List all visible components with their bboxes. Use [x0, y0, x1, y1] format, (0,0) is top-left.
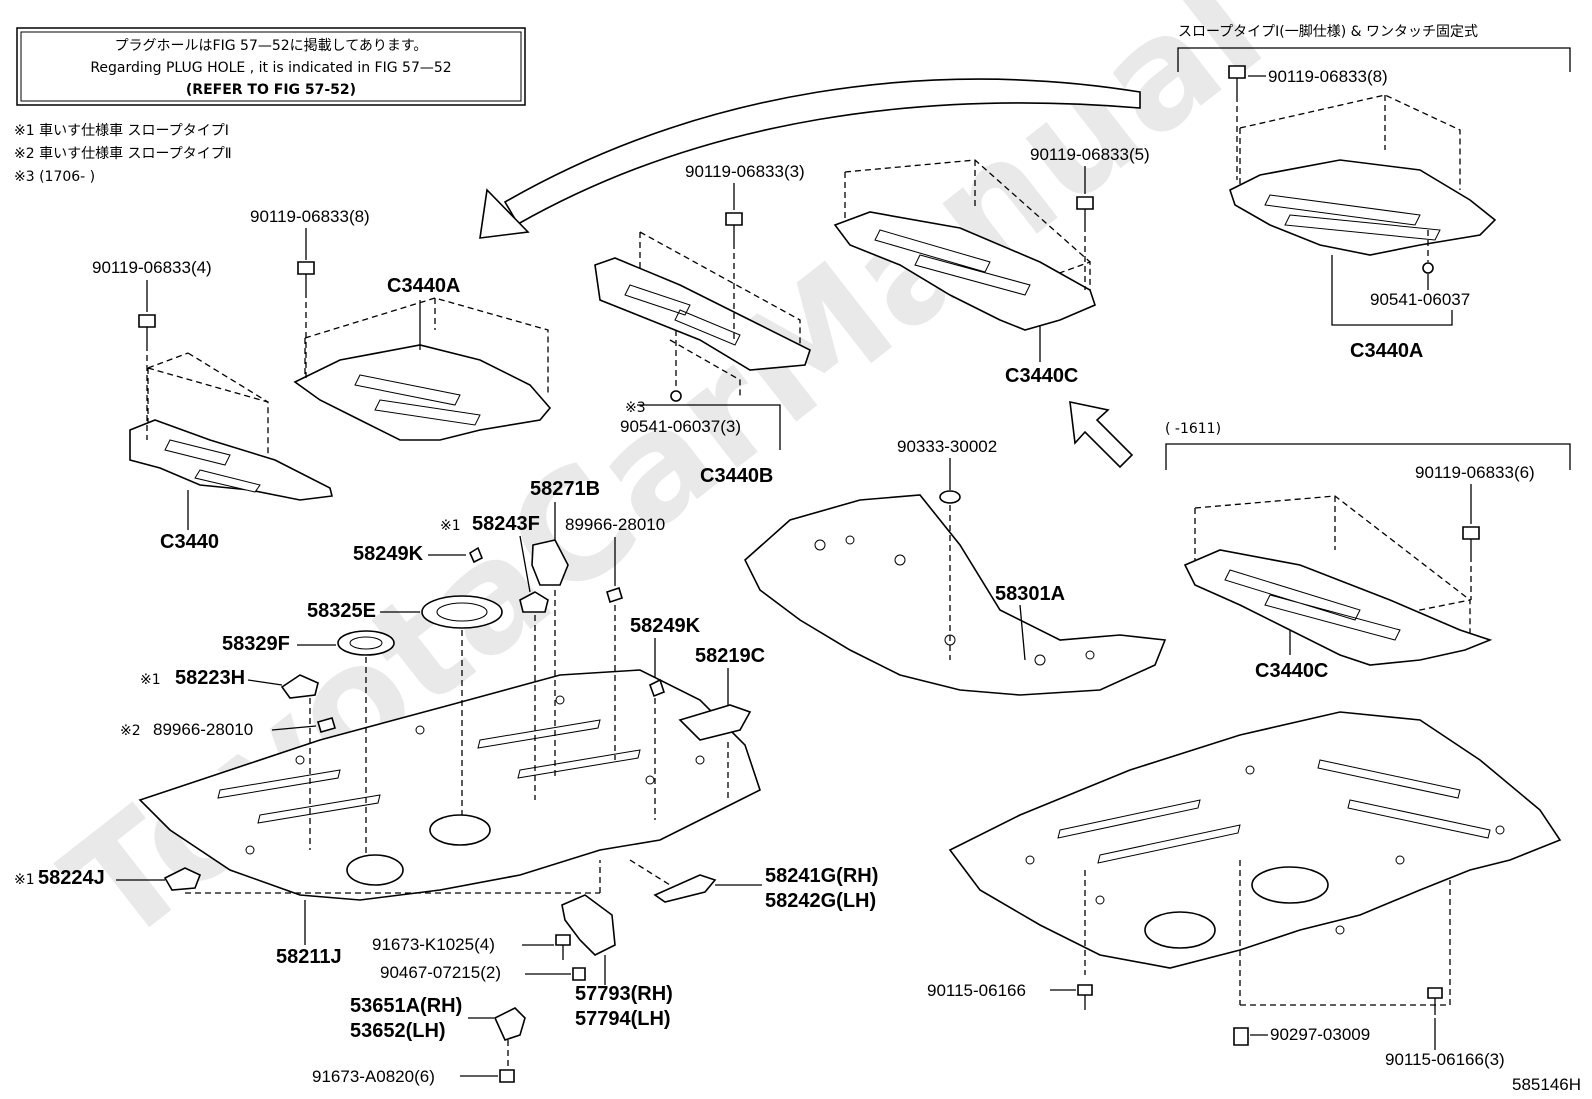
- label-58329f: 58329F: [222, 633, 290, 655]
- cover-c3440: C3440: [129, 352, 333, 553]
- bracket-53651a: [493, 1007, 526, 1041]
- label-plug-90333: 90333-30002: [897, 437, 997, 456]
- right-header: スロープタイプⅠ(一脚仕様) & ワンタッチ固定式: [1178, 24, 1478, 40]
- label-90115-left: 90115-06166: [927, 981, 1026, 1000]
- notice-box: プラグホールはFIG 57—52に掲載してあります。 Regarding PLU…: [16, 27, 526, 106]
- label-58249k-left: 58249K: [353, 543, 424, 565]
- label-58223h-mark: ※1: [140, 672, 161, 688]
- cover-58219c: [678, 704, 752, 741]
- cover-c3440c-mid: C3440C: [833, 159, 1096, 387]
- label-58242g: 58242G(LH): [765, 890, 876, 912]
- label-89966-low-mark: ※2: [120, 723, 141, 739]
- bolt-icon: [725, 212, 743, 340]
- label-bolt-3: 90119-06833(3): [685, 162, 805, 181]
- label-53651a: 53651A(RH): [350, 995, 462, 1017]
- label-clip-3-mark: ※3: [625, 400, 646, 416]
- clip-58249k-right: [649, 678, 665, 698]
- up-left-arrow-icon: [1069, 400, 1134, 469]
- label-58224j-mark: ※1: [14, 872, 35, 888]
- bolt-icon: [138, 314, 156, 440]
- label-c3440a-right: C3440A: [1350, 340, 1423, 362]
- label-c3440: C3440: [160, 531, 219, 553]
- bolt-icon: [297, 261, 315, 380]
- label-c3440b: C3440B: [700, 465, 773, 487]
- clip-89966-low: [317, 717, 336, 733]
- part-58243f: [519, 591, 549, 613]
- bolt-icon: [1076, 196, 1094, 290]
- label-58224j: 58224J: [38, 867, 105, 889]
- bracket-58223h: [280, 674, 319, 699]
- clip-58249k-left: [468, 546, 484, 564]
- label-58301a: 58301A: [995, 583, 1065, 605]
- cover-58224j: [163, 867, 202, 891]
- bolt-icon: [499, 1069, 515, 1083]
- right-date-bracket: [1165, 443, 1571, 470]
- label-90467: 90467-07215(2): [380, 963, 501, 982]
- figure-code: 585146H: [1512, 1075, 1581, 1094]
- clip-icon: [670, 330, 682, 402]
- label-58219c: 58219C: [695, 645, 765, 667]
- cover-c3440a-left: C3440A: [293, 275, 552, 441]
- bracket-58241g: [653, 874, 717, 903]
- label-bolt-6: 90119-06833(6): [1415, 463, 1535, 482]
- bolt-icon: [1077, 984, 1093, 1010]
- bolt-icon: [1462, 526, 1480, 600]
- label-91673-a: 91673-A0820(6): [312, 1067, 435, 1086]
- bolt-icon: [555, 934, 571, 960]
- label-clip-3: 90541-06037(3): [620, 417, 741, 436]
- clip-icon: [1422, 230, 1434, 274]
- label-bolt-4: 90119-06833(4): [92, 258, 212, 277]
- label-58271b: 58271B: [530, 478, 600, 500]
- footnote-2: ※2 車いす仕様車 スロープタイプⅡ: [14, 145, 232, 162]
- label-91673-k: 91673-K1025(4): [372, 935, 495, 954]
- notice-line-1: プラグホールはFIG 57—52に掲載してあります。: [115, 38, 428, 54]
- bracket-57793: [561, 894, 616, 956]
- label-57794: 57794(LH): [575, 1008, 671, 1030]
- notice-line-2: Regarding PLUG HOLE , it is indicated in…: [90, 60, 451, 76]
- label-90115-right: 90115-06166(3): [1385, 1050, 1505, 1069]
- label-58249k-right: 58249K: [630, 615, 701, 637]
- cover-c3440b: C3440B: [594, 231, 811, 487]
- notice-line-3: (REFER TO FIG 57-52): [186, 82, 356, 98]
- label-bolt-5: 90119-06833(5): [1030, 145, 1150, 164]
- label-c3440c-right: C3440C: [1255, 660, 1328, 682]
- clip-icon: [572, 967, 586, 981]
- label-90297: 90297-03009: [1270, 1025, 1370, 1044]
- clip-89966-top: [606, 586, 623, 604]
- label-58241g: 58241G(RH): [765, 865, 878, 887]
- right-header-bracket: [1177, 47, 1571, 72]
- floor-panel-right: [948, 711, 1562, 1006]
- label-58223h: 58223H: [175, 667, 245, 689]
- label-53652: 53652(LH): [350, 1020, 446, 1042]
- label-58325e: 58325E: [307, 600, 376, 622]
- label-57793: 57793(RH): [575, 983, 673, 1005]
- bolt-icon: [1228, 65, 1246, 180]
- label-c3440c-mid: C3440C: [1005, 365, 1078, 387]
- label-58243f-mark: ※1: [440, 518, 461, 534]
- label-89966-low: 89966-28010: [153, 720, 253, 739]
- footnote-3: ※3 (1706- ): [14, 169, 95, 185]
- curved-arrow-icon: [479, 78, 1141, 239]
- floor-panel-58301a: 58301A: [744, 490, 1167, 696]
- cover-c3440a-right: C3440A: [1229, 94, 1497, 362]
- label-58211j: 58211J: [276, 946, 342, 968]
- bolt-icon: [1427, 987, 1443, 1015]
- label-bolt-8-right: 90119-06833(8): [1268, 67, 1388, 86]
- footnote-1: ※1 車いす仕様車 スロープタイプⅠ: [14, 122, 229, 139]
- label-bolt-8-left: 90119-06833(8): [250, 207, 370, 226]
- label-89966-top: 89966-28010: [565, 515, 665, 534]
- cover-c3440c-right: C3440C: [1183, 495, 1493, 682]
- right-date-note: ( -1611): [1165, 421, 1221, 437]
- label-c3440a-left: C3440A: [387, 275, 460, 297]
- clip-icon: [1233, 1027, 1249, 1046]
- label-58243f: 58243F: [472, 513, 540, 535]
- label-clip-right: 90541-06037: [1370, 290, 1470, 309]
